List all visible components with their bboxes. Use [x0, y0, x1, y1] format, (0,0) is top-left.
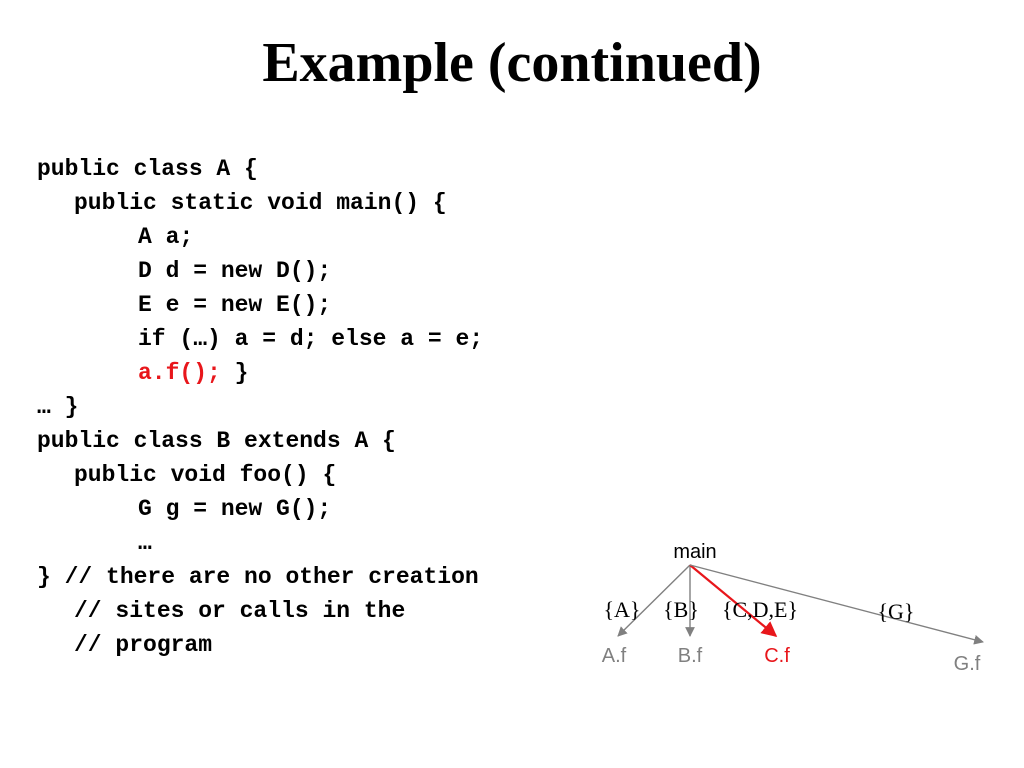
code-text: // sites or calls in the: [74, 598, 406, 624]
code-line: A a;: [37, 220, 483, 254]
code-text: public static void main() {: [74, 190, 447, 216]
code-line: G g = new G();: [37, 492, 483, 526]
code-text: public class A {: [37, 156, 258, 182]
code-text: } // there are no other creation: [37, 564, 479, 590]
code-line: public class B extends A {: [37, 424, 483, 458]
code-line: if (…) a = d; else a = e;: [37, 322, 483, 356]
edge-label-G-f: {G}: [877, 599, 914, 624]
code-text: public class B extends A {: [37, 428, 396, 454]
call-graph-labels: {A} A.f {B} B.f {C,D,E} C.f {G} G.f main: [602, 541, 981, 675]
node-A-f: A.f: [602, 645, 627, 667]
code-text: A a;: [138, 224, 194, 250]
code-text: if (…) a = d; else a = e;: [138, 326, 484, 352]
edge-main-to-A-f: [617, 564, 691, 637]
code-line: public void foo() {: [37, 458, 483, 492]
node-G-f: G.f: [954, 653, 981, 675]
code-line: … }: [37, 390, 483, 424]
edge-label-B-f: {B}: [663, 597, 699, 622]
code-text: public void foo() {: [74, 462, 337, 488]
edge-main-to-C-f: [689, 564, 778, 637]
code-line: …: [37, 526, 483, 560]
code-block: public class A { public static void main(…: [37, 152, 483, 662]
slide-title: Example (continued): [262, 32, 762, 94]
code-text: E e = new E();: [138, 292, 332, 318]
edge-main-to-G-f: [689, 564, 984, 645]
node-C-f: C.f: [764, 645, 790, 667]
node-B-f: B.f: [678, 645, 703, 667]
node-main: main: [673, 541, 716, 563]
code-line: public class A {: [37, 152, 483, 186]
call-graph-edges: [617, 564, 984, 645]
code-line: // sites or calls in the: [37, 594, 483, 628]
edge-label-C-f: {C,D,E}: [722, 597, 798, 622]
code-line: // program: [37, 628, 483, 662]
code-line: a.f(); }: [37, 356, 483, 390]
code-text: …: [138, 530, 152, 556]
code-text: }: [220, 360, 249, 386]
edge-label-A-f: {A}: [603, 597, 640, 622]
code-line: } // there are no other creation: [37, 560, 483, 594]
code-call-highlight: a.f();: [138, 360, 221, 386]
code-line: E e = new E();: [37, 288, 483, 322]
code-text: // program: [74, 632, 213, 658]
code-text: … }: [37, 394, 79, 420]
code-text: G g = new G();: [138, 496, 332, 522]
code-line: public static void main() {: [37, 186, 483, 220]
code-text: D d = new D();: [138, 258, 332, 284]
code-line: D d = new D();: [37, 254, 483, 288]
